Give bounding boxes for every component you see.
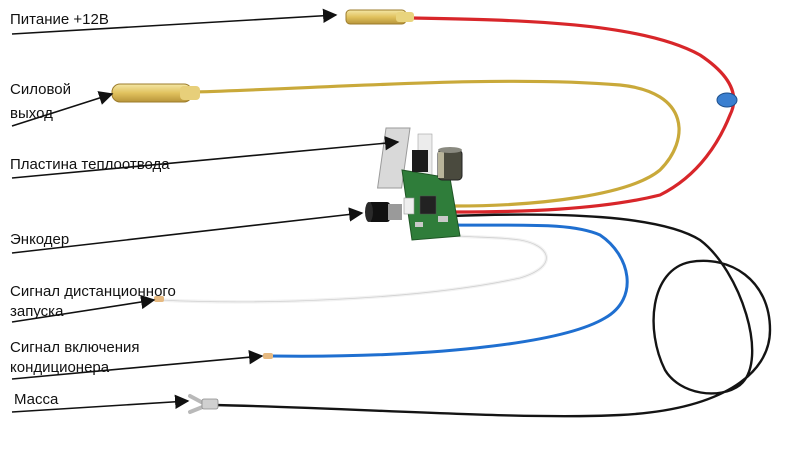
ground-wire [214, 213, 772, 418]
output-pointer [11, 91, 114, 127]
heatsink-pointer [11, 136, 400, 179]
remote-pointer [11, 294, 156, 323]
label-ground: Масса [14, 391, 59, 408]
output-terminal [111, 83, 200, 103]
label-heatsink: Пластина теплоотвода [10, 156, 170, 173]
encoder-knob [365, 202, 402, 222]
ground-fork-terminal [188, 394, 219, 414]
power-wire [409, 16, 736, 214]
label-output-line2: выход [10, 105, 53, 122]
cable-tie [716, 92, 738, 108]
controller-module [365, 127, 463, 241]
label-remote-line2: запуска [10, 303, 64, 320]
chip [419, 195, 437, 215]
power-pointer [11, 8, 338, 35]
remote-start-wire [159, 233, 548, 304]
ac-wire-tip [263, 353, 273, 359]
label-encoder: Энкодер [10, 231, 70, 248]
ground-pointer [11, 394, 190, 413]
label-ac-line2: кондиционера [10, 359, 110, 376]
ac-signal-wire [269, 223, 629, 358]
power-terminal [345, 9, 414, 25]
label-remote-line1: Сигнал дистанционного [10, 283, 176, 300]
wires [159, 16, 772, 418]
label-power: Питание +12В [10, 11, 109, 28]
label-output-line1: Силовой [10, 81, 71, 98]
label-pointers [11, 8, 400, 413]
capacitor [437, 147, 463, 181]
ac-pointer [11, 350, 264, 380]
encoder-pointer [11, 207, 364, 254]
remote-wire-tip [154, 296, 164, 302]
output-wire [194, 79, 681, 208]
label-ac-line1: Сигнал включения [10, 339, 140, 356]
transistor [412, 150, 428, 172]
